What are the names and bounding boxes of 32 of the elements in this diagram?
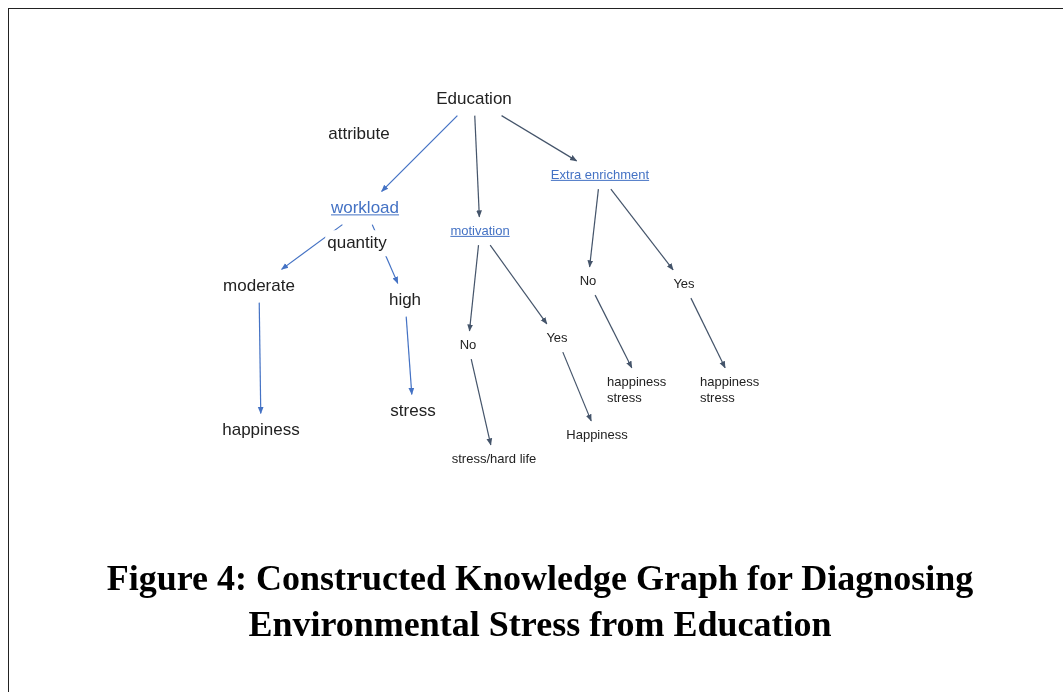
- arrow: [381, 115, 458, 192]
- arrow: [500, 115, 578, 162]
- arrow: [489, 244, 548, 325]
- node-label: Extra enrichment: [550, 166, 650, 184]
- arrow: [281, 224, 343, 270]
- node-label: stress/hard life: [451, 450, 537, 468]
- node-label: Happiness: [566, 426, 628, 444]
- node-label: high: [388, 289, 422, 311]
- node-label: No: [459, 336, 477, 354]
- node-label: motivation: [450, 222, 510, 240]
- node-label: moderate: [223, 275, 295, 297]
- figure-caption: Figure 4: Constructed Knowledge Graph for Diagnosing Environmental Stress from Education: [105, 557, 975, 646]
- node-label: happiness stress: [607, 373, 668, 407]
- node-label: stress: [390, 400, 436, 422]
- arrow: [594, 294, 633, 369]
- arrow: [474, 115, 482, 218]
- arrow: [690, 297, 726, 369]
- node-label: happiness stress: [700, 373, 761, 407]
- arrow: [610, 188, 674, 271]
- node-label: happiness: [222, 419, 300, 441]
- arrow: [257, 302, 264, 415]
- arrow: [587, 188, 599, 268]
- node-label: workload: [331, 197, 399, 219]
- arrow: [470, 358, 493, 446]
- arrow: [562, 351, 592, 422]
- relation-label: quantity: [325, 230, 389, 256]
- arrow: [405, 316, 415, 396]
- arrow: [467, 244, 480, 332]
- node-label: No: [579, 272, 597, 290]
- node-label: Education: [436, 88, 512, 110]
- node-label: Yes: [546, 329, 568, 347]
- node-label: Yes: [673, 275, 695, 293]
